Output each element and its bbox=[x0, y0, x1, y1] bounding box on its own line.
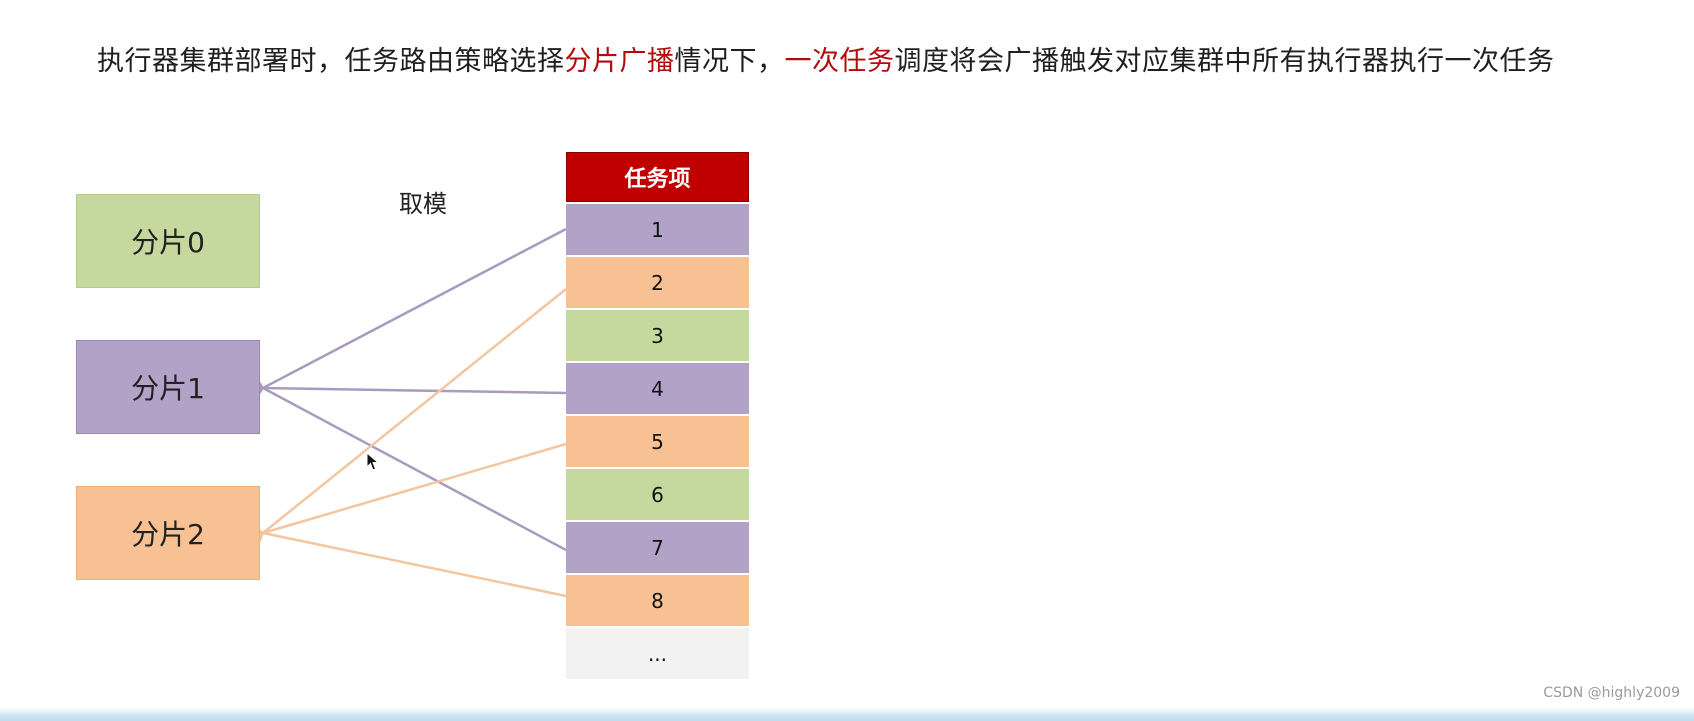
task-row-6: 6 bbox=[566, 469, 749, 520]
task-row-4: 4 bbox=[566, 363, 749, 414]
link-task-2-to-shard-2 bbox=[263, 288, 567, 533]
task-row-8: 8 bbox=[566, 575, 749, 626]
shard-1-label: 分片1 bbox=[131, 372, 205, 405]
task-row-label: 6 bbox=[651, 482, 664, 507]
task-row-label: ... bbox=[647, 641, 668, 666]
headline-part-2: 情况下， bbox=[674, 46, 785, 77]
link-task-7-to-shard-1 bbox=[263, 388, 567, 552]
headline: 执行器集群部署时，任务路由策略选择分片广播情况下，一次任务调度将会广播触发对应集… bbox=[97, 36, 1617, 88]
watermark: CSDN @highly2009 bbox=[1543, 685, 1680, 701]
link-task-1-to-shard-1 bbox=[263, 227, 567, 388]
shard-2-label: 分片2 bbox=[131, 518, 205, 551]
link-task-8-to-shard-2 bbox=[263, 533, 567, 598]
link-task-4-to-shard-1 bbox=[263, 388, 567, 393]
task-row-label: 8 bbox=[651, 588, 664, 613]
bottom-wave-decoration bbox=[0, 707, 1694, 721]
task-row-3: 3 bbox=[566, 310, 749, 361]
headline-part-1: 执行器集群部署时，任务路由策略选择 bbox=[97, 46, 565, 77]
task-row-label: 5 bbox=[651, 429, 664, 454]
task-row-label: 3 bbox=[651, 323, 664, 348]
mouse-cursor-icon bbox=[366, 452, 380, 471]
task-row-5: 5 bbox=[566, 416, 749, 467]
modulo-label: 取模 bbox=[399, 190, 447, 218]
task-row-label: 7 bbox=[651, 535, 664, 560]
task-row-7: 7 bbox=[566, 522, 749, 573]
shard-1-box: 分片1 bbox=[76, 340, 260, 434]
task-row-label: 4 bbox=[651, 376, 664, 401]
shard-0-label: 分片0 bbox=[131, 226, 205, 259]
task-table: 任务项 1 2 3 4 5 6 7 8 ... bbox=[566, 152, 749, 679]
headline-highlight-shard-broadcast: 分片广播 bbox=[564, 46, 675, 77]
headline-part-3: 调度将会广播触发对应集群中所有执行器执行一次任务 bbox=[894, 46, 1555, 77]
task-table-header: 任务项 bbox=[566, 152, 749, 202]
headline-highlight-one-task: 一次任务 bbox=[784, 46, 895, 77]
shard-0-box: 分片0 bbox=[76, 194, 260, 288]
task-row-label: 1 bbox=[651, 217, 664, 242]
shard-2-box: 分片2 bbox=[76, 486, 260, 580]
task-row-ellipsis: ... bbox=[566, 628, 749, 679]
task-row-2: 2 bbox=[566, 257, 749, 308]
task-row-label: 2 bbox=[651, 270, 664, 295]
link-task-5-to-shard-2 bbox=[263, 442, 567, 533]
task-row-1: 1 bbox=[566, 204, 749, 255]
